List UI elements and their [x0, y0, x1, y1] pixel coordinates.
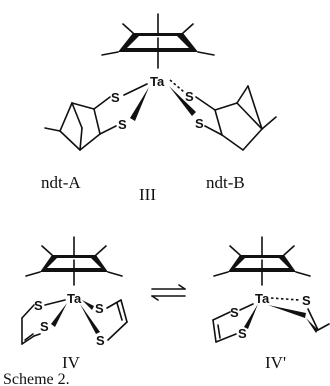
sulfur-atom-iv-1: S	[34, 298, 43, 313]
sulfur-atom-ivp-2: S	[238, 326, 247, 341]
sulfur-atom-ivp-1: S	[230, 305, 239, 320]
metal-atom-iii: Ta	[150, 74, 165, 89]
label-iv-prime: IV'	[265, 353, 286, 372]
structure-iii: Ta S S S S	[41, 13, 277, 204]
scheme-caption: Scheme 2.	[3, 371, 70, 386]
metal-atom-iv: Ta	[67, 291, 82, 306]
label-ndt-a: ndt-A	[41, 173, 81, 192]
metal-atom-iv-prime: Ta	[255, 291, 270, 306]
label-ndt-b: ndt-B	[206, 173, 245, 192]
sulfur-atom-iii-1: S	[111, 90, 120, 105]
sulfur-atom-iii-3: S	[185, 89, 194, 104]
label-iii: III	[139, 185, 156, 204]
structure-iv: Ta S S S S IV	[21, 236, 128, 372]
equilibrium-arrows	[151, 284, 186, 301]
label-iv: IV	[62, 353, 81, 372]
sulfur-atom-iii-4: S	[195, 116, 204, 131]
sulfur-atom-iv-4: S	[96, 333, 105, 348]
sulfur-atom-iv-3: S	[95, 301, 104, 316]
ndt-b-ring	[195, 85, 277, 151]
cp-star-ring-left	[25, 236, 123, 286]
sulfur-atom-iii-2: S	[118, 117, 127, 132]
structure-iv-prime: Ta S S S IV'	[212, 236, 330, 372]
cp-star-ring-right	[213, 236, 311, 286]
cp-star-ring-top	[101, 13, 215, 69]
ndt-a-ring	[44, 96, 117, 151]
sulfur-atom-ivp-3: S	[302, 293, 311, 308]
sulfur-atom-iv-2: S	[40, 319, 49, 334]
